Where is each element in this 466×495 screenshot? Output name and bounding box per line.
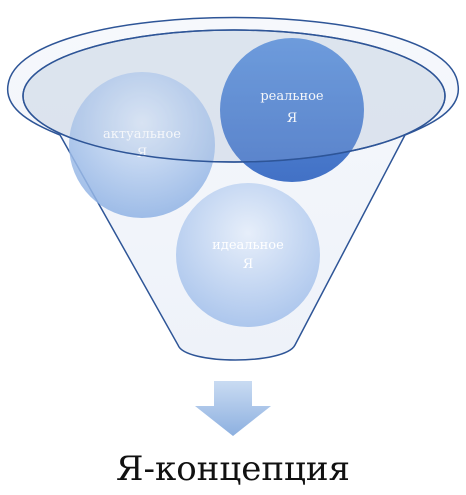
result-label: Я-концепция (116, 449, 350, 489)
down-arrow-icon (195, 381, 271, 436)
circle-ideal-label-line2: Я (243, 257, 254, 272)
circle-actual: актуальное Я (69, 72, 215, 218)
funnel-rim-overlay (22, 29, 446, 163)
circle-actual-shape (69, 72, 215, 218)
circle-real: реальное Я (220, 38, 364, 182)
circle-real-label-line1: реальное (260, 89, 324, 104)
circle-ideal-label-line1: идеальное (212, 238, 284, 253)
circle-ideal: идеальное Я (176, 183, 320, 327)
circle-actual-label-line1: актуальное (103, 127, 181, 142)
circle-real-shape (220, 38, 364, 182)
circle-real-label-line2: Я (287, 111, 298, 126)
circle-ideal-shape (176, 183, 320, 327)
circle-actual-label-line2: Я (137, 146, 148, 161)
